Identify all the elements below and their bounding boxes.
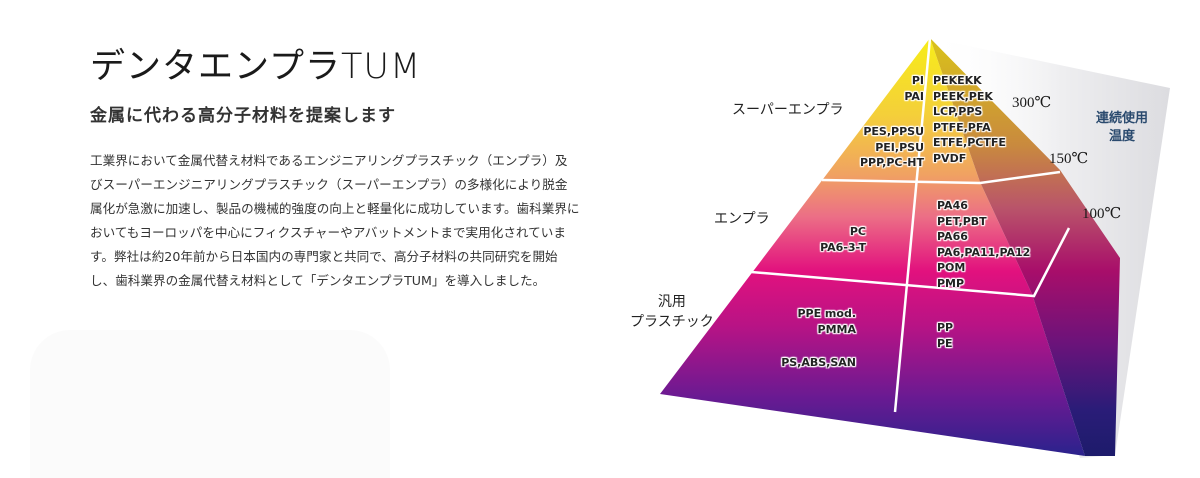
- material-label: PI: [911, 74, 924, 87]
- material-label: ETFE,PCTFE: [933, 136, 1006, 150]
- continuous-use-temperature-label: 連続使用 温度: [1086, 110, 1158, 146]
- material-label: PET,PBT: [937, 214, 987, 228]
- pyramid-front-face: [660, 38, 1085, 456]
- material-label: PPP,PC-HT: [859, 156, 924, 170]
- commodity-right-materials: PP PE: [937, 320, 953, 351]
- plastics-pyramid-diagram: スーパーエンプラ エンプラ 汎用 プラスチック 300℃ 150℃ 100℃ 連…: [600, 0, 1200, 478]
- material-label: PS,ABS,SAN: [781, 356, 856, 369]
- super-right-materials: PEKEKK PEEK,PEK LCP,PPS PTFE,PFA ETFE,PC…: [933, 73, 1006, 167]
- axis-label-line1: 連続使用: [1095, 111, 1148, 126]
- tier-label-commodity-line1: 汎用: [657, 294, 686, 310]
- commodity-left-top-materials: PPE mod. PMMA: [780, 306, 856, 337]
- material-label: PC: [849, 225, 866, 238]
- super-left-bottom-materials: PES,PPSU PEI,PSU PPP,PC-HT: [826, 124, 924, 171]
- material-label: PVDF: [933, 151, 967, 165]
- material-label: PE: [937, 336, 953, 350]
- temp-label-100: 100℃: [1082, 206, 1122, 222]
- material-label: PA6-3-T: [820, 240, 866, 254]
- material-label: PMMA: [817, 322, 856, 336]
- tier-label-super-engineering: スーパーエンプラ: [732, 102, 844, 118]
- background-fade: [30, 330, 390, 478]
- intro-paragraph: 工業界において金属代替え材料であるエンジニアリングプラスチック（エンプラ）及びス…: [90, 153, 580, 288]
- material-label: PEEK,PEK: [933, 89, 993, 103]
- material-label: PA6,PA11,PA12: [937, 245, 1031, 259]
- page-subtitle: 金属に代わる高分子材料を提案します: [90, 106, 396, 126]
- engineering-left-materials: PC PA6-3-T: [796, 224, 866, 255]
- material-label: PAI: [904, 89, 924, 103]
- material-label: PEKEKK: [933, 74, 982, 87]
- engineering-right-materials: PA46 PET,PBT PA66 PA6,PA11,PA12 POM PMP: [937, 198, 1030, 292]
- super-left-top-materials: PI PAI: [856, 73, 924, 104]
- material-label: PES,PPSU: [863, 125, 924, 138]
- material-label: PA66: [937, 230, 968, 244]
- material-label: PP: [937, 321, 954, 334]
- material-label: PPE mod.: [797, 307, 856, 320]
- material-label: POM: [937, 261, 966, 275]
- page-title: デンタエンプラTUM: [90, 47, 422, 87]
- pyramid-dividers: [727, 37, 1071, 413]
- material-label: PA46: [937, 199, 968, 212]
- tier-label-engineering: エンプラ: [714, 211, 770, 227]
- commodity-left-bottom-materials: PS,ABS,SAN: [776, 355, 856, 371]
- pyramid-graphic: [660, 37, 1170, 458]
- tier-label-commodity-line2: プラスチック: [630, 314, 714, 330]
- material-label: PTFE,PFA: [933, 120, 991, 134]
- tier-label-commodity: 汎用 プラスチック: [630, 292, 714, 332]
- material-label: PMP: [937, 276, 965, 290]
- temp-label-300: 300℃: [1012, 95, 1052, 111]
- temp-label-150: 150℃: [1049, 151, 1089, 167]
- material-label: PEI,PSU: [875, 140, 924, 154]
- material-label: LCP,PPS: [933, 105, 983, 119]
- axis-label-line2: 温度: [1108, 129, 1135, 144]
- pyramid-right-face: [930, 38, 1120, 456]
